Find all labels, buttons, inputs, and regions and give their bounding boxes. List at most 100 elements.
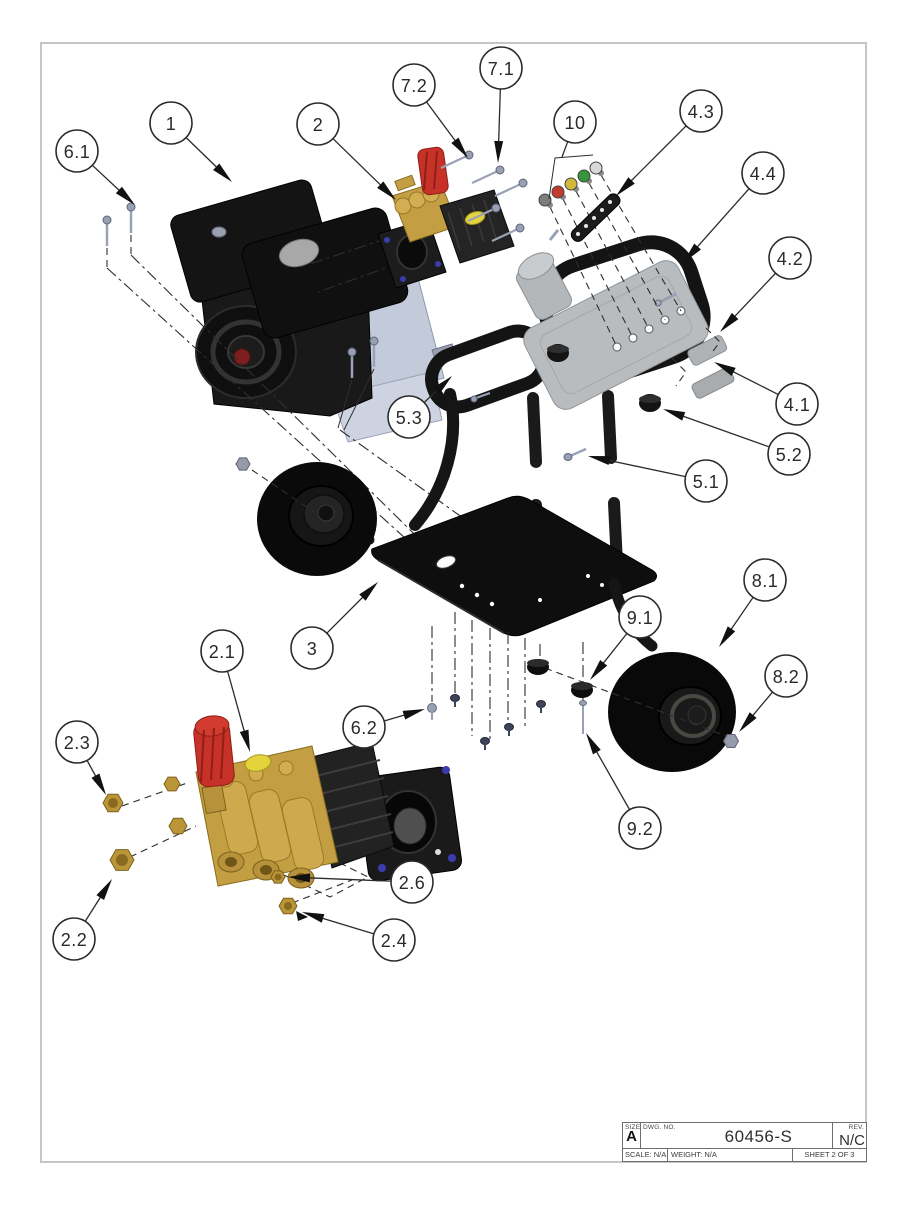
engine-switch xyxy=(211,226,227,238)
balloon-circle xyxy=(618,595,662,639)
base-bolts xyxy=(450,694,546,750)
balloon-label: 7.1 xyxy=(488,59,515,79)
leader-arrowhead xyxy=(588,456,611,465)
size-label: SIZE xyxy=(625,1124,641,1131)
balloon-circle xyxy=(741,151,785,195)
balloon-circle xyxy=(479,46,523,90)
callout-2.2: 2.2 xyxy=(52,879,112,961)
balloon-circle xyxy=(764,654,808,698)
leader-line xyxy=(729,596,754,631)
balloon-label: 1 xyxy=(166,114,177,134)
leader-arrowhead xyxy=(720,312,739,332)
balloon-label: 8.1 xyxy=(752,571,779,591)
callout-3: 3 xyxy=(290,582,378,670)
base-hardware xyxy=(427,392,593,750)
balloon-circle xyxy=(775,382,819,426)
fitting-2-4 xyxy=(278,897,308,921)
leader-line xyxy=(601,633,628,665)
sheet-border xyxy=(40,42,867,1163)
panel-handle-assembly xyxy=(515,235,735,412)
weight-text: WEIGHT: N/A xyxy=(668,1149,793,1161)
balloon-label: 2.3 xyxy=(64,733,91,753)
callout-4.4: 4.4 xyxy=(683,151,785,263)
axle-nut-right xyxy=(722,734,740,748)
balloon-circle xyxy=(342,705,386,749)
callout-5.1: 5.1 xyxy=(588,456,728,503)
balloon-circle xyxy=(149,101,193,145)
balloon-label: 4.1 xyxy=(784,395,811,415)
nozzle-2 xyxy=(551,185,565,199)
balloon-circle xyxy=(372,918,416,962)
size-value: A xyxy=(626,1128,637,1145)
callout-10-bracket xyxy=(548,154,594,200)
callout-2: 2 xyxy=(296,102,396,200)
fitting-2-3 xyxy=(102,793,124,813)
balloon-circle xyxy=(553,100,597,144)
balloon-circle xyxy=(55,129,99,173)
balloon-label: 6.1 xyxy=(64,142,91,162)
balloon-label: 6.2 xyxy=(351,718,378,738)
balloon-circle xyxy=(684,459,728,503)
callout-6.2: 6.2 xyxy=(342,705,425,749)
pump-upper-assembly xyxy=(309,146,528,293)
base-plate-slot xyxy=(435,555,457,569)
balloon-label: 7.2 xyxy=(401,76,428,96)
callout-10: 10 xyxy=(553,100,597,158)
balloon-label: 4.4 xyxy=(750,164,777,184)
frame-upright-left-upper xyxy=(527,392,542,468)
leader-arrowhead xyxy=(451,137,468,158)
scale-text: SCALE: N/A xyxy=(625,1149,668,1161)
handle-knob xyxy=(547,344,569,362)
control-panel xyxy=(523,260,709,410)
panel-inner-line xyxy=(539,275,693,395)
leader-line xyxy=(733,272,777,318)
callout-1: 1 xyxy=(149,101,232,182)
balloon-label: 2.4 xyxy=(381,931,408,951)
leader-line xyxy=(226,671,246,733)
leader-arrowhead xyxy=(91,773,106,795)
fuel-cap xyxy=(278,238,320,268)
balloon-label: 2.1 xyxy=(209,642,236,662)
leader-line xyxy=(731,370,779,396)
vibration-mount-spacer xyxy=(571,682,593,698)
leader-arrowhead xyxy=(590,659,608,680)
wheel-left xyxy=(235,457,377,576)
balloon-label: 2.6 xyxy=(399,873,426,893)
callout-4.3: 4.3 xyxy=(616,89,723,196)
leader-arrowhead xyxy=(616,177,635,196)
nozzle-4 xyxy=(577,169,591,183)
callout-5.3: 5.3 xyxy=(387,376,452,439)
leader-arrowhead xyxy=(96,879,112,900)
balloon-label: 3 xyxy=(307,639,318,659)
balloon-circle xyxy=(390,860,434,904)
vibration-mount-spacer xyxy=(527,659,549,675)
leader-line xyxy=(751,691,773,718)
balloon-circle xyxy=(743,558,787,602)
pump-inlet-port xyxy=(168,817,188,835)
title-block: SIZE A DWG. NO. 60456-S REV. N/C SCALE: … xyxy=(622,1122,867,1162)
axle-nut-left xyxy=(235,457,251,471)
balloon-circle xyxy=(768,236,812,280)
leader-arrowhead xyxy=(719,626,736,647)
callout-2.4: 2.4 xyxy=(302,912,416,962)
sheet-text: SHEET 2 OF 3 xyxy=(804,1150,855,1159)
nozzle-holder-screw xyxy=(548,229,560,241)
fitting-2-2 xyxy=(109,849,135,871)
balloon-circle xyxy=(392,63,436,107)
callout-8.1: 8.1 xyxy=(719,558,787,647)
balloon-circle xyxy=(55,720,99,764)
callout-9.1: 9.1 xyxy=(590,595,662,680)
frame-upright-right-upper xyxy=(602,390,617,464)
balloon-label: 4.2 xyxy=(777,249,804,269)
balloon-label: 9.1 xyxy=(627,608,654,628)
bolt-5-1 xyxy=(563,447,587,461)
balloon-circle xyxy=(767,432,811,476)
leader-line xyxy=(595,750,631,811)
pump-inlet-port xyxy=(163,776,181,792)
callout-7.1: 7.1 xyxy=(479,46,523,163)
leader-arrowhead xyxy=(683,243,701,263)
leader-line xyxy=(320,917,375,935)
callout-6.1: 6.1 xyxy=(55,129,135,205)
callout-2.6: 2.6 xyxy=(288,860,434,904)
callout-2.3: 2.3 xyxy=(55,720,106,795)
